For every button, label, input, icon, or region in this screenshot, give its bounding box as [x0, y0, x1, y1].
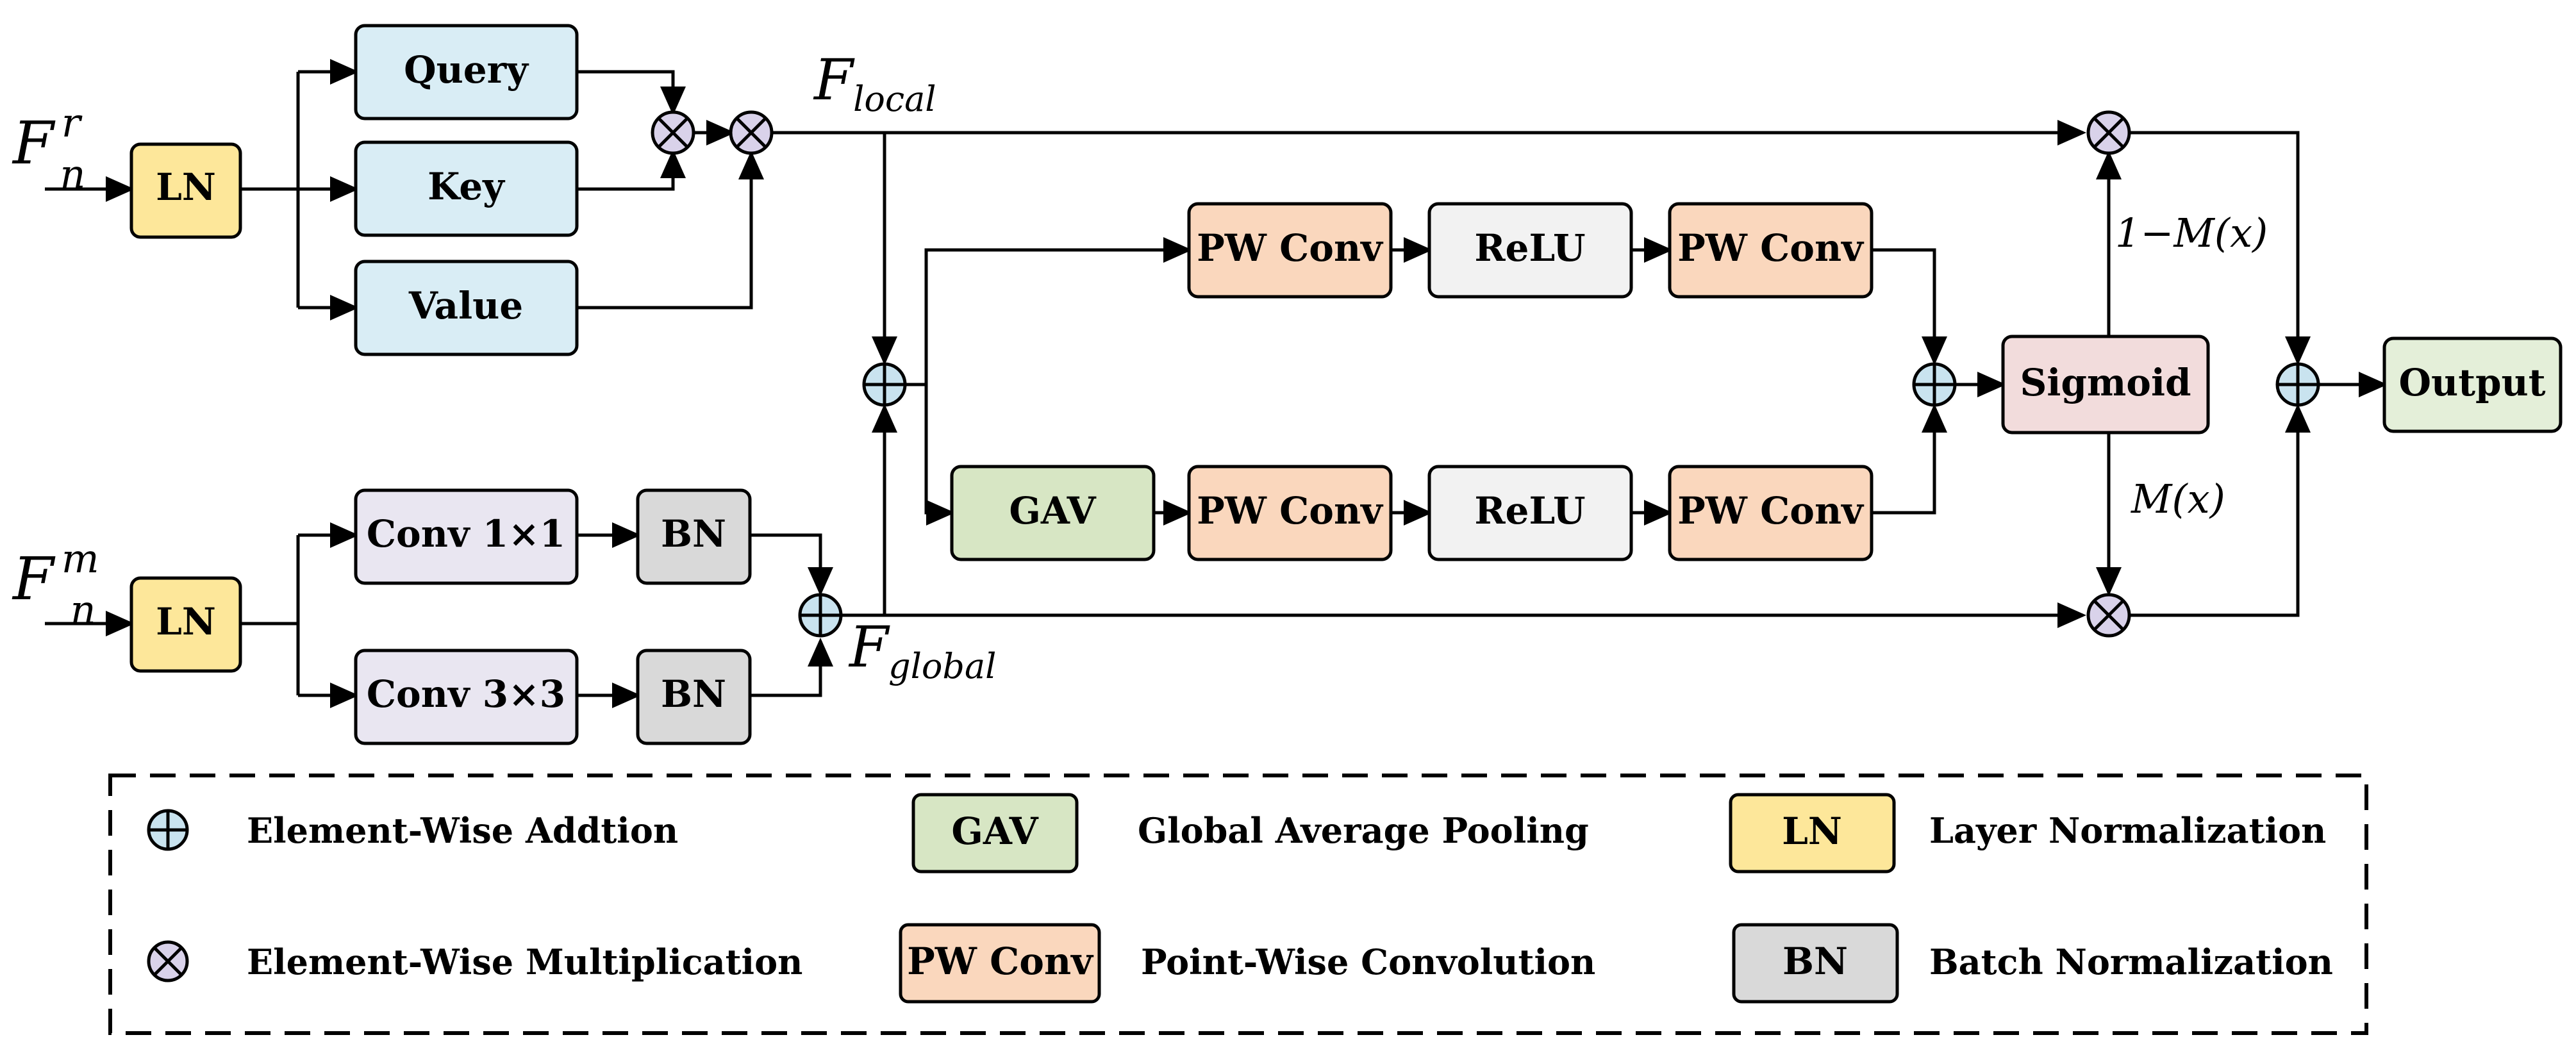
legend-border [108, 774, 2368, 1035]
f-global-label: Fglobal [848, 614, 996, 686]
f-local-label: Flocal [813, 47, 936, 119]
pw-conv-2-label: PW Conv [1677, 226, 1865, 270]
output-label: Output [2399, 361, 2546, 404]
pw-conv-4-box [1668, 465, 1874, 561]
legend-add-icon [147, 809, 189, 851]
key-label: Key [428, 165, 506, 208]
one-minus-mx-label: 1−M(x) [2115, 210, 2268, 256]
query-label: Query [404, 48, 529, 92]
arrow-mul-top-to-add4 [2129, 131, 2311, 365]
pw-conv-1-box [1187, 202, 1393, 299]
pw-conv-4-label: PW Conv [1677, 489, 1865, 533]
ln-top-box [129, 142, 242, 239]
boxes: LN Query Key Value LN Conv 1×1 Conv 3×3 … [129, 24, 2563, 745]
connections [45, 59, 2388, 708]
pw-conv-2-box [1668, 202, 1874, 299]
conv-1x1-box [354, 488, 579, 585]
arrow-pw4-to-add3 [1872, 404, 1947, 515]
legend-bn-desc: Batch Normalization [1929, 941, 2333, 982]
pw-conv-1-label: PW Conv [1197, 226, 1384, 270]
sigmoid-label: Sigmoid [2020, 361, 2191, 404]
legend-pw-box [899, 923, 1101, 1004]
legend: Element-Wise Addtion Element-Wise Multip… [108, 774, 2368, 1035]
legend-gav-desc: Global Average Pooling [1138, 810, 1589, 851]
pw-conv-3-box [1187, 465, 1393, 561]
add-1-icon [862, 362, 907, 407]
arrow-add1-to-pw1 [905, 237, 1192, 386]
add-4-icon [2275, 362, 2320, 407]
arrow-mul-bottom-to-add4 [2129, 404, 2311, 617]
key-box [354, 140, 579, 237]
query-box [354, 24, 579, 120]
legend-bn-box-label: BN [1782, 940, 1848, 983]
ln-bottom-label: LN [156, 600, 216, 643]
conv-3x3-box [354, 649, 579, 745]
relu-1-label: ReLU [1474, 226, 1585, 270]
legend-gav-box-label: GAV [951, 809, 1038, 853]
legend-pw-desc: Point-Wise Convolution [1141, 941, 1595, 982]
output-box [2382, 336, 2563, 433]
gav-label: GAV [1009, 489, 1096, 533]
arrow-bn-top-to-add2 [750, 533, 833, 596]
legend-bn-box [1732, 923, 1899, 1004]
gav-box [950, 465, 1156, 561]
arrow-query-to-mul1 [577, 70, 686, 115]
relu-1-box [1427, 202, 1633, 299]
legend-ln-box [1729, 793, 1896, 874]
conv-1x1-label: Conv 1×1 [367, 512, 565, 556]
value-label: Value [408, 284, 523, 327]
arrow-add1-to-gav [924, 385, 955, 526]
add-3-icon [1912, 362, 1957, 407]
operators [651, 110, 2320, 638]
legend-add-label: Element-Wise Addtion [247, 810, 678, 851]
value-box [354, 260, 579, 356]
relu-2-label: ReLU [1474, 489, 1585, 533]
mul-1-icon [651, 110, 695, 155]
bn-top-label: BN [661, 512, 726, 556]
mx-label: M(x) [2131, 476, 2225, 522]
arrow-value-to-mul2 [577, 151, 764, 310]
legend-pw-box-label: PW Conv [907, 940, 1094, 983]
arrow-pw2-to-add3 [1872, 248, 1947, 365]
bn-top-box [636, 488, 752, 585]
ln-top-label: LN [156, 165, 216, 209]
conv-3x3-label: Conv 3×3 [367, 672, 565, 716]
mul-top-icon [2086, 110, 2131, 155]
bn-bottom-label: BN [661, 672, 726, 716]
legend-mul-icon [147, 940, 189, 982]
ln-bottom-box [129, 576, 242, 673]
legend-ln-desc: Layer Normalization [1929, 810, 2326, 851]
legend-mul-label: Element-Wise Multiplication [247, 941, 802, 982]
add-2-icon [798, 593, 843, 638]
legend-gav-box [911, 793, 1079, 874]
bn-bottom-box [636, 649, 752, 745]
arrow-bn-bottom-to-add2 [750, 638, 833, 697]
mul-bottom-icon [2086, 593, 2131, 638]
relu-2-box [1427, 465, 1633, 561]
sigmoid-box [2001, 335, 2210, 435]
arrow-key-to-mul1 [577, 149, 686, 191]
pw-conv-3-label: PW Conv [1197, 489, 1384, 533]
mul-2-icon [729, 110, 774, 155]
legend-ln-box-label: LN [1782, 809, 1842, 853]
